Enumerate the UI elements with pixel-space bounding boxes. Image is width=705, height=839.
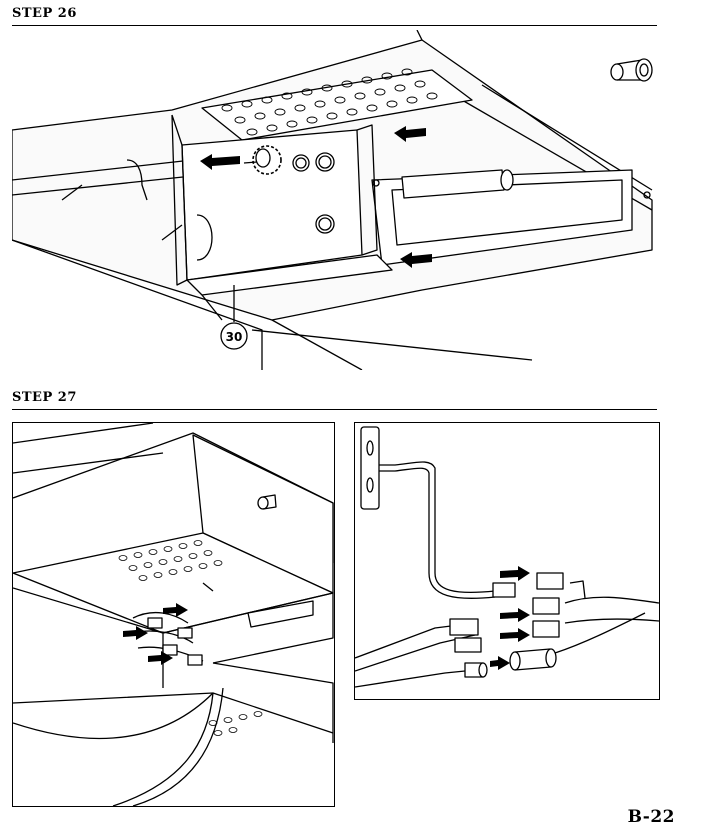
burner-box-drawing bbox=[13, 423, 334, 806]
arrow-right-icon bbox=[123, 626, 148, 640]
arrow-left-icon bbox=[200, 154, 240, 170]
arrow-left-icon bbox=[394, 126, 426, 142]
callout-number: 30 bbox=[226, 330, 243, 344]
callout-circle bbox=[220, 322, 248, 350]
step-27-rule bbox=[12, 409, 657, 410]
step-26-title: STEP 26 bbox=[12, 6, 77, 21]
heat-baffle-assembly-drawing: 30 bbox=[12, 30, 653, 370]
arrow-right-icon bbox=[500, 566, 530, 581]
page-number: B-22 bbox=[627, 807, 675, 827]
arrow-left-icon bbox=[400, 252, 432, 268]
thumb-screw-icon bbox=[610, 58, 653, 82]
arrow-right-icon bbox=[490, 656, 510, 670]
arrow-right-icon bbox=[148, 651, 173, 665]
wire-connector-drawing bbox=[355, 426, 659, 688]
step-26-illustration: 30 bbox=[12, 30, 662, 370]
arrow-right-icon bbox=[163, 603, 188, 617]
step-27-left-panel bbox=[12, 422, 335, 807]
probe-bracket bbox=[360, 426, 380, 510]
step-27-title: STEP 27 bbox=[12, 390, 77, 405]
step-26-rule bbox=[12, 25, 657, 26]
arrow-right-icon bbox=[500, 608, 530, 622]
arrow-right-icon bbox=[500, 628, 530, 642]
step-27-right-panel bbox=[354, 422, 660, 700]
